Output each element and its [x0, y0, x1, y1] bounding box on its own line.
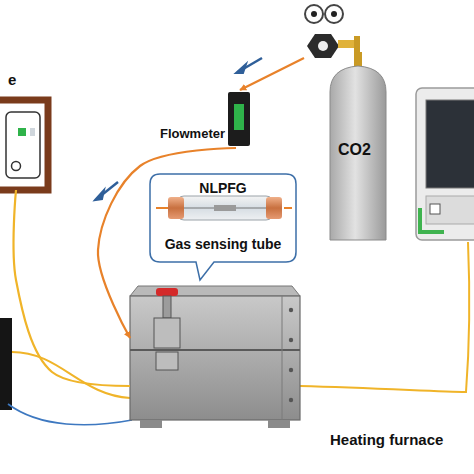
furnace-seam: [130, 349, 300, 351]
optical-fiber: [14, 190, 130, 386]
monitor-button: [430, 204, 440, 214]
gauge-needle: [331, 11, 337, 17]
device-label: Flowmeter: [160, 126, 225, 142]
sensor-caption: Gas sensing tube: [165, 236, 282, 252]
furnace-lid: [130, 286, 300, 296]
bolt: [289, 368, 293, 372]
fiber-lead: [284, 207, 292, 209]
bolt-row: [289, 308, 293, 402]
fiber-lead: [156, 207, 168, 209]
furnace-foot: [140, 420, 162, 428]
latch-plate: [154, 318, 180, 348]
monitor-body: [416, 88, 474, 240]
gas-cylinder: [330, 66, 386, 240]
cylinder-neck: [354, 52, 362, 66]
fiber-port: [12, 162, 21, 171]
flow-arrowhead: [95, 190, 104, 200]
monitor-screen: [426, 100, 474, 188]
valve-fitting: [338, 40, 354, 48]
flow-arrowhead: [236, 64, 246, 73]
gas-label: CO2: [338, 142, 371, 158]
latch-catch: [156, 352, 178, 370]
furnace-foot: [268, 420, 290, 428]
callout-bubble: [150, 174, 296, 280]
source-label: e: [8, 72, 16, 88]
bolt: [289, 338, 293, 342]
furnace-node: Heating furnace: [130, 278, 472, 452]
valve-fitting: [354, 36, 360, 52]
signal-cable: [8, 404, 132, 425]
monitor-panel: [426, 196, 474, 224]
sensor-label: NLPFG: [199, 180, 246, 196]
copper-cap: [168, 197, 184, 219]
bolt: [289, 308, 293, 312]
source-box: e: [0, 68, 50, 190]
gas-pipe: [240, 58, 304, 90]
clamp-arm: [163, 296, 171, 318]
indicator: [30, 128, 35, 136]
flowmeter-body: [228, 92, 250, 146]
furnace-edge: [282, 296, 283, 420]
copper-cap: [266, 197, 282, 219]
gauge-needle: [311, 11, 317, 17]
flowmeter-tube: [234, 104, 244, 130]
furnace-label: Heating furnace: [330, 432, 443, 448]
indicator-led: [18, 128, 26, 136]
detector-housing: [0, 318, 12, 410]
regulator-body: [307, 34, 339, 58]
callout-node: NLPFG Gas sensing tube: [150, 174, 296, 262]
source-housing: [0, 100, 48, 190]
pressure-gauge: [305, 5, 323, 23]
fiber-cable: [300, 242, 469, 392]
regulator-knob: [318, 41, 328, 51]
pressure-gauge: [325, 5, 343, 23]
furnace-body: [130, 296, 300, 420]
bolt: [289, 398, 293, 402]
source-panel: [6, 112, 40, 178]
glass-tube: [176, 196, 274, 220]
gas-cylinder-node: CO2: [304, 0, 404, 242]
fiber-cable: [12, 352, 130, 398]
clamp-handle: [156, 288, 178, 296]
flowmeter-node: Flowmeter: [160, 90, 252, 148]
grating-section: [214, 205, 236, 211]
